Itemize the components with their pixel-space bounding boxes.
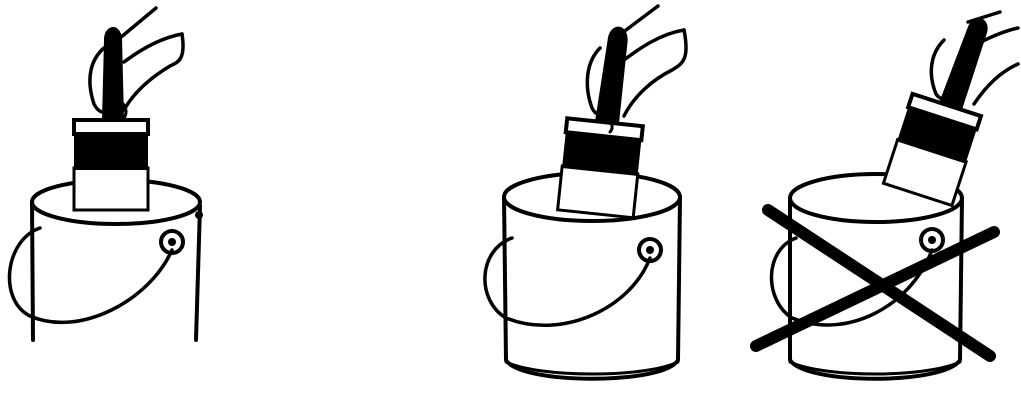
- panel-straight-dip: [9, 8, 203, 340]
- hand-icon: [587, 6, 686, 132]
- panel-angled-dip: [485, 6, 686, 379]
- panel-tilted-wrong: [756, 5, 1018, 378]
- paint-brush-icon: [883, 5, 1009, 205]
